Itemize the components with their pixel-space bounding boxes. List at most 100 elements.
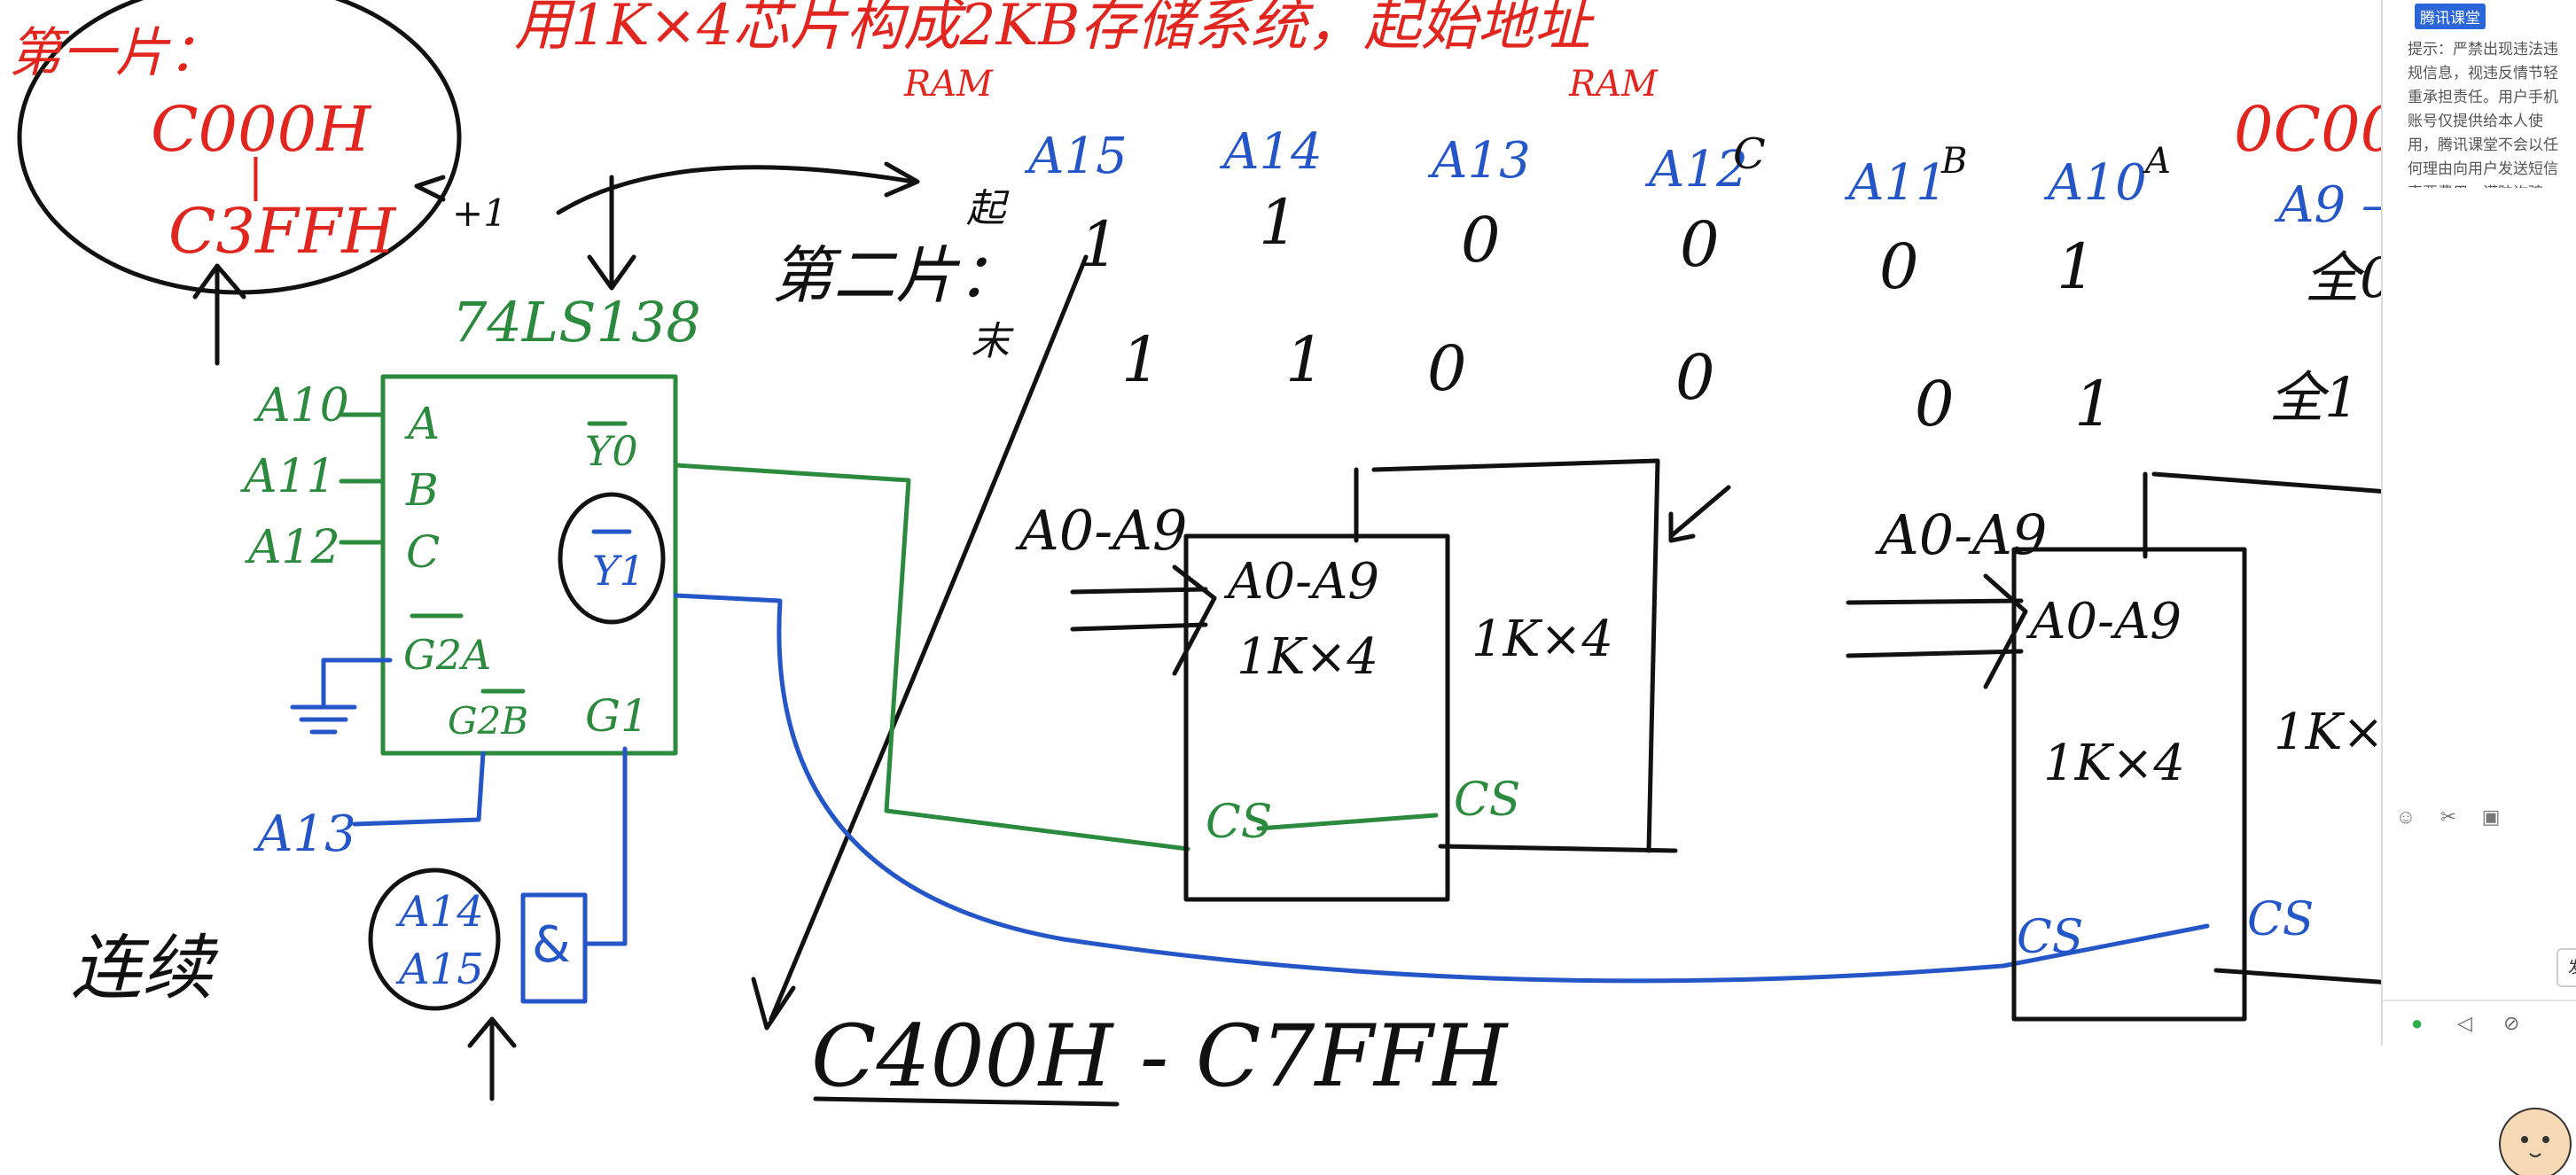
chip-4-cs: CS [2247,893,2314,946]
chip-1-back [1371,458,1678,853]
and-output-wire [582,746,628,946]
curve-arrow-top [556,161,920,215]
and-symbol: & [532,916,571,974]
start-bit-a14: 1 [1259,186,1299,259]
first-chip-dash: | [248,150,263,201]
microphone-icon[interactable]: ● [2411,1012,2424,1034]
chip-1-addr: A0-A9 [1223,553,1379,611]
pin-y1: Y1 [592,547,645,595]
y0-wire [673,463,1190,852]
scissors-icon[interactable]: ✂ [2439,805,2457,828]
start-bit-a13: 0 [1461,204,1501,276]
bus-label-right: A0-A9 [1875,502,2047,567]
chip-3-cs: CS [2017,911,2083,964]
end-bit-a10: 1 [2074,368,2114,440]
start-bit-a12: 0 [1680,208,1720,281]
speaker-icon[interactable]: ◁ [2457,1012,2472,1034]
end-bit-a13: 0 [1427,332,1467,405]
decoder-name: 74LS138 [452,290,701,354]
bus-label-left: A0-A9 [1015,498,1187,563]
camera-off-icon[interactable]: ⊘ [2503,1012,2520,1034]
send-button[interactable]: 发 [2556,948,2576,987]
addr-bit-a13: A13 [1427,132,1531,190]
decoder-input-wires [339,412,386,545]
end-bit-a15: 1 [1121,323,1161,396]
end-bit-a12: 0 [1675,341,1715,414]
and-input-a15: A15 [395,945,484,994]
chip-2-size: 1K×4 [1471,611,1613,668]
bus-arrow-right [1846,573,2028,689]
memory-chip-3 [2011,547,2247,1022]
and-input-a14: A14 [395,887,484,937]
end-bit-a14: 1 [1285,323,1325,396]
down-arrow-mid [587,175,636,291]
chip-1-cs: CS [1206,796,1272,849]
mascot-icon [2499,1108,2572,1175]
arrow-to-pair-1 [1668,485,1731,543]
addr-bit-a15: A15 [1024,128,1128,185]
up-arrow-left [192,263,246,366]
y1-wire [673,593,2210,984]
decoder-box [380,374,678,756]
ram-note-2: RAM [1568,64,1659,105]
g2a-ground-wire [321,658,393,707]
pin-y0: Y0 [585,427,638,475]
side-note: 连续 [71,927,219,1009]
title-text: 用1K×4芯片构成2KB存储系统，起始地址 [514,0,1595,58]
second-chip-mo: 末 [971,319,1014,364]
pin-c: C [406,526,440,578]
plus-one-text: +1 [452,191,507,235]
decoder-input-a10: A10 [254,379,349,432]
image-icon[interactable]: ▣ [2481,805,2501,828]
row-end: 1 1 0 0 0 1 全1 [1121,323,2359,440]
decoder-input-a11: A11 [240,450,336,503]
first-chip-end: C3FFH [168,195,397,268]
pin-a: A [404,398,440,449]
g2b-source: A13 [253,805,356,863]
pin-g1: G1 [585,690,649,742]
start-bit-a9-a0: 全0 [2305,245,2394,310]
start-bit-a15: 1 [1080,208,1120,281]
chip-3-addr: A0-A9 [2026,593,2182,650]
first-chip-label: 第一片： [9,22,222,84]
chip-2-cs: CS [1454,774,1520,827]
emoji-icon[interactable]: ☺ [2395,805,2416,828]
addr-bit-a14: A14 [1219,123,1323,181]
pin-g2a: G2A [403,631,491,679]
up-arrow-and [467,1016,517,1101]
chat-badge: 腾讯课堂 [2415,4,2486,29]
bus-arrow-left [1070,564,1217,676]
end-bit-a9-a0: 全1 [2269,365,2359,430]
pin-b: B [405,464,439,516]
second-chip-qi: 起 [966,186,1010,231]
chat-panel: 腾讯课堂 提示：严禁出现违法违规信息，视违反情节轻重承担责任。用户手机账号仅提供… [2381,0,2576,1046]
end-bit-a11: 0 [1915,368,1955,440]
decoder-letter-c: C [1733,129,1766,179]
a13-wire [352,751,486,827]
decoder-letter-b: B [1940,141,1967,182]
decoder-input-a12: A12 [245,521,340,574]
arrow-to-end [414,175,446,202]
range-underline [813,1096,1120,1107]
and-gate [520,892,588,1004]
long-curve-to-range [751,254,1089,1031]
ram-note-1: RAM [903,64,994,105]
second-chip-range: C400H - C7FFH [811,1007,1510,1106]
addr-bit-a11: A11 [1844,154,1948,212]
first-chip-start: C000H [151,93,372,166]
and-input-circle [368,868,501,1011]
start-bit-a11: 0 [1879,230,1919,303]
y1-circle [558,492,666,625]
chip-3-size: 1K×4 [2043,735,2185,792]
second-chip-label: 第二片： [771,239,1019,312]
pin-g2b: G2B [448,699,528,743]
chat-footer: ● ◁ ⊘ [2383,1000,2576,1047]
row-start: 1 1 0 0 0 1 全0 [1080,186,2394,310]
chat-notice: 提示：严禁出现违法违规信息，视违反情节轻重承担责任。用户手机账号仅提供给本人使用… [2408,41,2558,188]
address-header: A15 A14 A13 A12 A11 A10 A9 — A0 C B A [1024,123,2494,234]
memory-chip-1 [1183,533,1450,902]
chip-1-size: 1K×4 [1237,628,1378,686]
cs-link-green [1256,813,1439,831]
addr-bit-a12: A12 [1644,141,1748,198]
